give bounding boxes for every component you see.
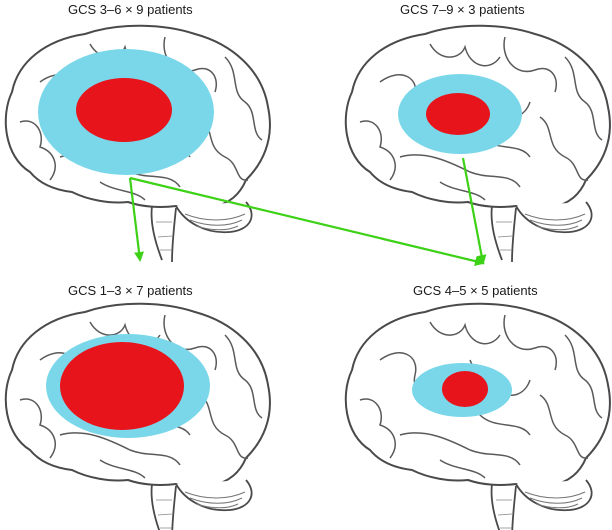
brain-panel-gcs-4-5: [344, 302, 611, 530]
lesion-core: [76, 78, 172, 142]
lesion-core: [426, 93, 490, 135]
brain-panel-gcs-7-9: [344, 24, 611, 263]
panel-label-gcs-4-5: GCS 4–5 × 5 patients: [413, 283, 538, 298]
lesion-core: [442, 371, 488, 407]
brain-panel-gcs-3-6: [4, 24, 271, 263]
panel-label-gcs-7-9: GCS 7–9 × 3 patients: [400, 2, 525, 17]
arrow-3-6-to-4-5: [129, 176, 485, 266]
lesion-core: [60, 342, 184, 430]
arrow-3-6-to-1-3: [128, 177, 144, 262]
brain-panel-gcs-1-3: [4, 302, 271, 530]
progression-arrows: [128, 157, 487, 266]
panel-label-gcs-1-3: GCS 1–3 × 7 patients: [68, 283, 193, 298]
brain-drawing: [344, 302, 611, 530]
arrow-7-9-to-4-5: [461, 157, 487, 265]
panel-label-gcs-3-6: GCS 3–6 × 9 patients: [68, 2, 193, 17]
